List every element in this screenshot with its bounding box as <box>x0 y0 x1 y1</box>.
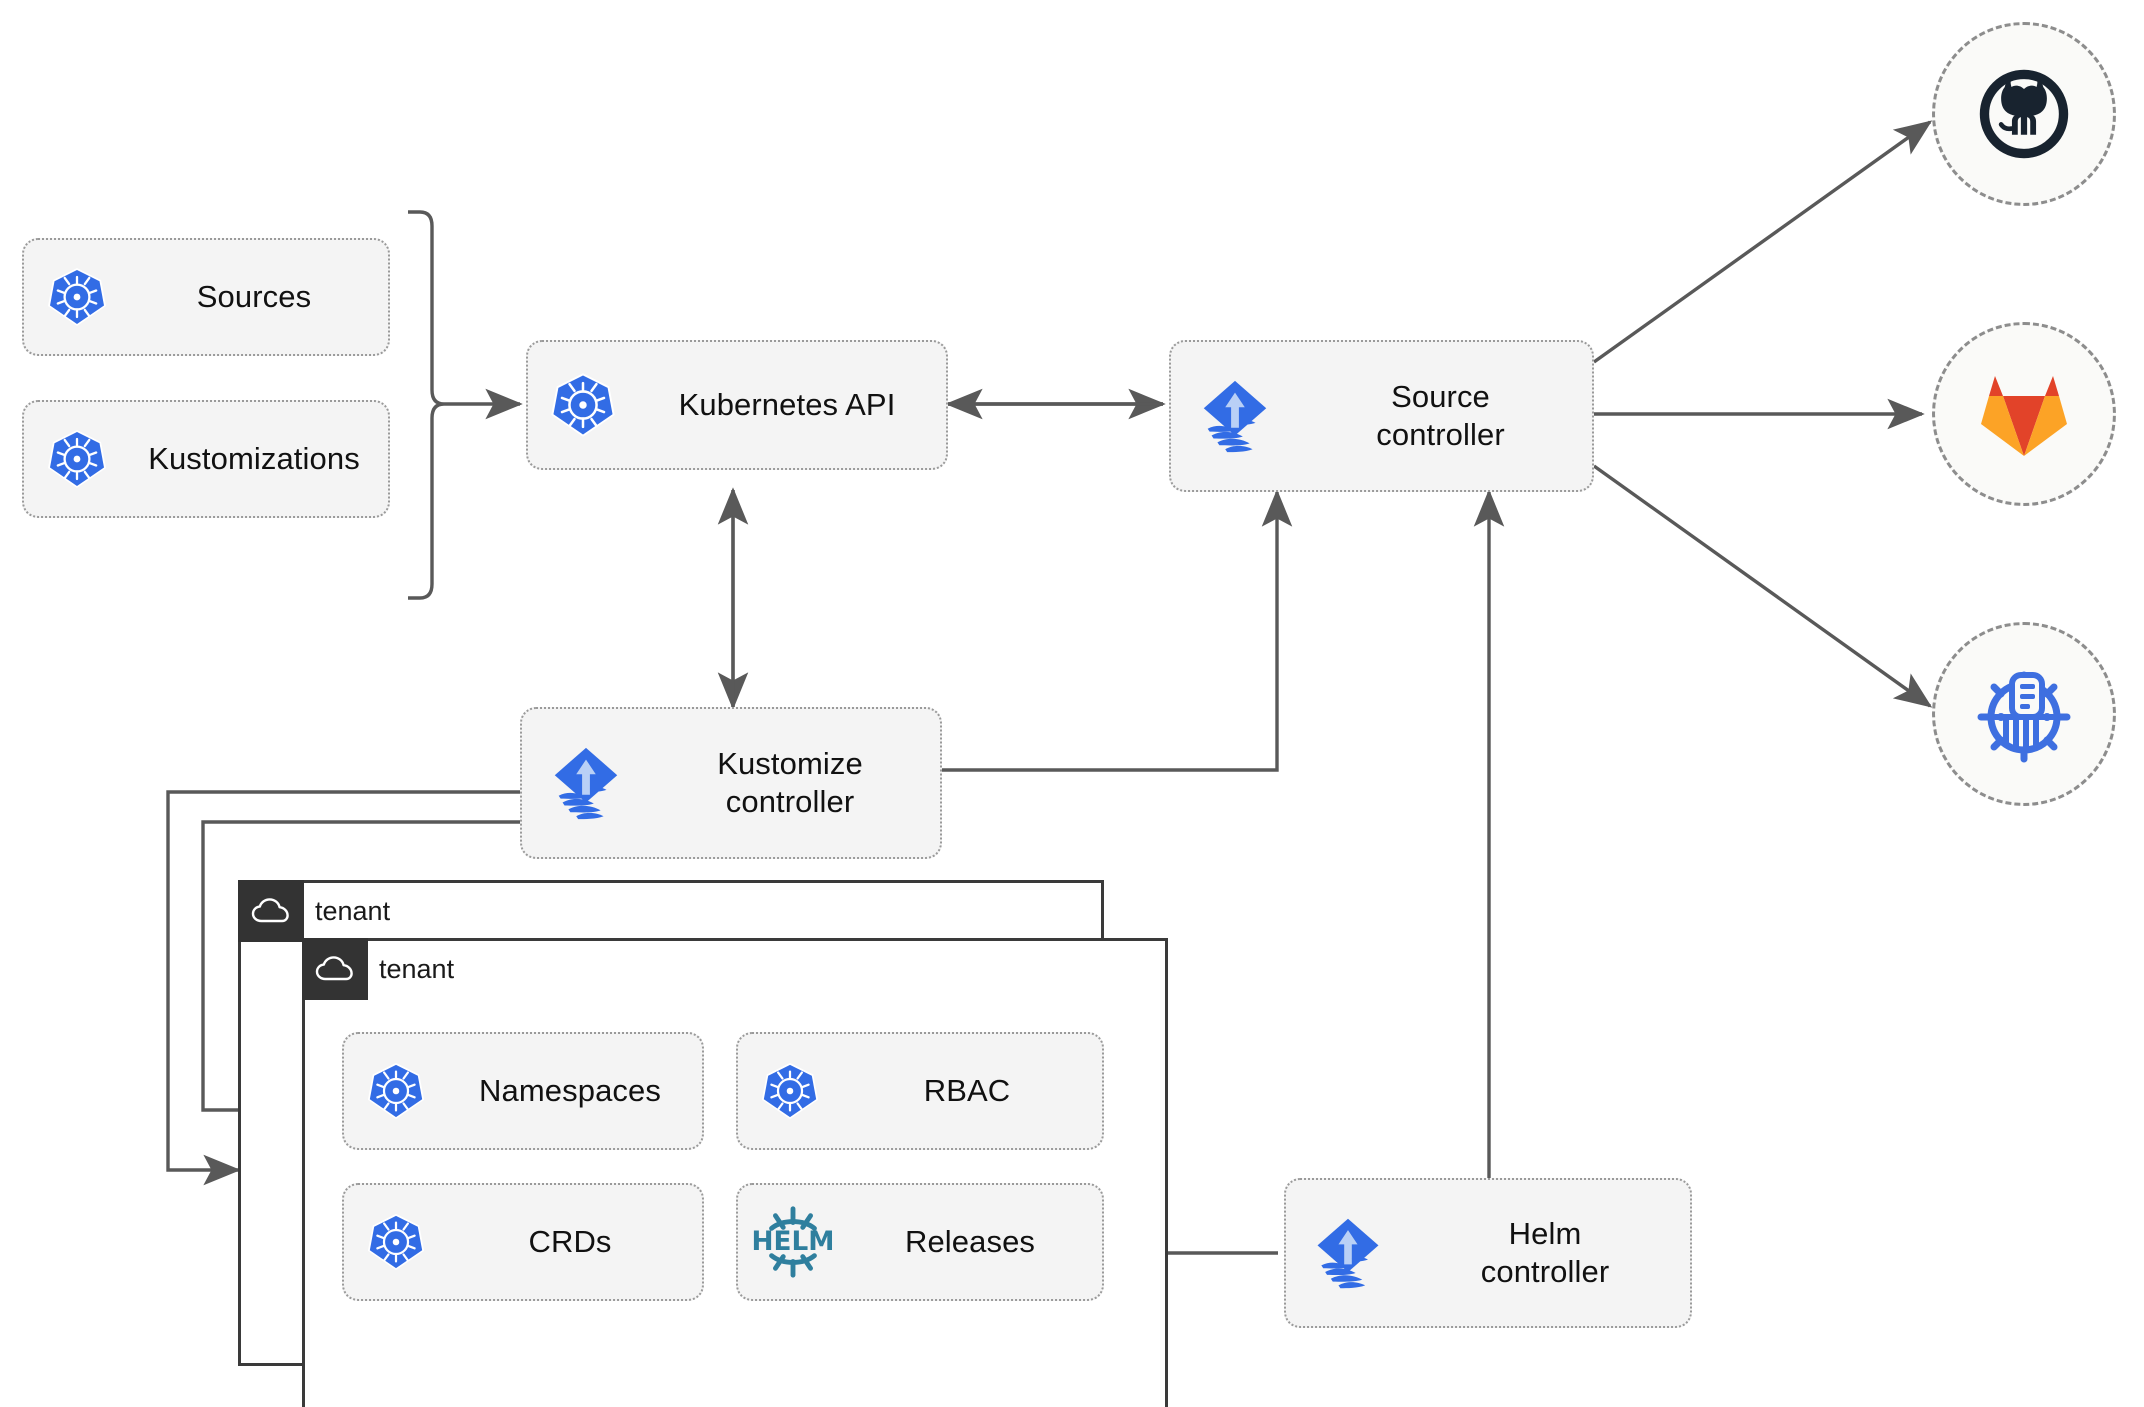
endpoint-helm-registry[interactable] <box>1932 622 2116 806</box>
flux-icon <box>1171 375 1299 457</box>
github-icon <box>1979 69 2069 159</box>
tenant-box-inner: tenant <box>302 938 1168 1407</box>
kubernetes-icon <box>344 1060 448 1122</box>
endpoint-github[interactable] <box>1932 22 2116 206</box>
kubernetes-icon <box>24 427 130 491</box>
node-label: Kustomize controller <box>650 745 940 821</box>
node-label: Releases <box>904 1224 1036 1260</box>
helm-icon: HELM <box>738 1203 848 1281</box>
node-label: Sources <box>196 279 312 315</box>
node-sources[interactable]: Sources <box>22 238 390 356</box>
node-label-line2: controller <box>1376 417 1505 452</box>
node-label: Kustomizations <box>148 441 360 477</box>
node-kustomize-controller[interactable]: Kustomize controller <box>520 707 942 859</box>
kubernetes-icon <box>738 1060 842 1122</box>
node-label: Kubernetes API <box>678 387 896 423</box>
cloud-icon <box>302 938 368 1000</box>
node-releases[interactable]: HELM Releases <box>736 1183 1104 1301</box>
node-label-line1: Helm <box>1508 1216 1582 1252</box>
helm-registry-icon <box>1977 671 2071 763</box>
node-label-line2: controller <box>1480 1254 1610 1289</box>
edge-brace <box>408 210 445 600</box>
edge-source-registry <box>1593 464 1933 708</box>
node-label: RBAC <box>923 1073 1011 1109</box>
kubernetes-icon <box>24 265 130 329</box>
endpoint-gitlab[interactable] <box>1932 322 2116 506</box>
node-namespaces[interactable]: Namespaces <box>342 1032 704 1150</box>
node-kustomizations[interactable]: Kustomizations <box>22 400 390 518</box>
flux-icon <box>522 742 650 824</box>
node-label: CRDs <box>528 1224 612 1260</box>
node-helm-controller[interactable]: Helm controller <box>1284 1178 1692 1328</box>
node-label: Source controller <box>1299 378 1592 454</box>
node-rbac[interactable]: RBAC <box>736 1032 1104 1150</box>
tenant-label-inner: tenant <box>379 953 455 984</box>
node-label-line2: controller <box>725 784 855 819</box>
kubernetes-icon <box>344 1211 448 1273</box>
edge-source-github <box>1593 120 1933 364</box>
gitlab-icon <box>1981 376 2067 456</box>
tenant-label-outer: tenant <box>315 895 391 926</box>
node-label-line1: Source <box>1391 379 1490 415</box>
flux-icon <box>1286 1213 1410 1293</box>
node-source-controller[interactable]: Source controller <box>1169 340 1594 492</box>
cloud-icon <box>238 880 304 942</box>
node-label-line1: Kustomize <box>717 746 863 782</box>
node-label: Namespaces <box>479 1073 661 1109</box>
node-kubernetes-api[interactable]: Kubernetes API <box>526 340 948 470</box>
edge-kustomize-source <box>942 489 1293 772</box>
helm-wordmark: HELM <box>752 1227 834 1257</box>
kubernetes-icon <box>528 370 638 440</box>
node-label: Helm controller <box>1410 1215 1690 1291</box>
node-crds[interactable]: CRDs <box>342 1183 704 1301</box>
